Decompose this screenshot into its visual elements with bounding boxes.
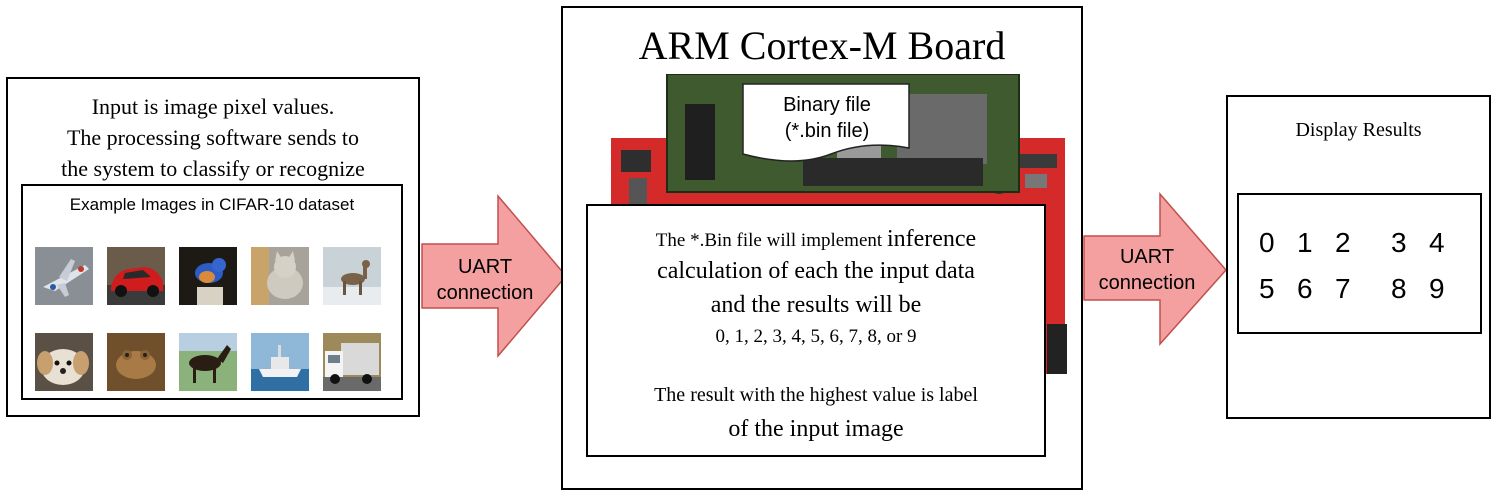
digit-4: 4 xyxy=(1429,227,1445,258)
digit-1: 1 xyxy=(1297,227,1313,258)
arm-board-panel: ARM Cortex-M Board Binary file (*.bin fi… xyxy=(561,6,1083,490)
inference-line-1a: The *.Bin file will implement xyxy=(655,230,887,251)
display-results-panel: Display Results 0 1 2 3 4 5 6 7 8 9 xyxy=(1226,95,1491,419)
digit-8: 8 xyxy=(1391,273,1407,304)
cifar-thumb-dog xyxy=(35,333,93,391)
binary-file-label: Binary file (*.bin file) xyxy=(743,92,911,144)
cifar-thumb-cat xyxy=(251,247,309,305)
cifar-thumb-truck xyxy=(323,333,381,391)
uart-label-right: UART connection xyxy=(1082,244,1212,296)
cifar-thumb-frog xyxy=(107,333,165,391)
cifar-thumb-deer xyxy=(323,247,381,305)
digit-3: 3 xyxy=(1391,227,1407,258)
cifar-thumb-horse xyxy=(179,333,237,391)
inference-line-1: The *.Bin file will implement inference xyxy=(588,226,1044,253)
inference-line-1b: inference xyxy=(886,226,977,252)
uart-label-right-line-2: connection xyxy=(1098,272,1196,294)
uart-arrow-right xyxy=(1083,192,1227,346)
cifar-thumb-airplane xyxy=(35,247,93,305)
input-desc-line-1: Input is image pixel values. xyxy=(91,94,335,119)
uart-label-left-line-2: connection xyxy=(436,282,534,304)
digit-2: 2 xyxy=(1335,227,1351,258)
cifar-title: Example Images in CIFAR-10 dataset xyxy=(69,195,355,214)
cifar-examples-panel: Example Images in CIFAR-10 dataset xyxy=(21,184,403,400)
uart-label-left: UART connection xyxy=(420,254,550,306)
uart-label-right-line-1: UART xyxy=(1119,246,1175,268)
cifar-thumb-bird xyxy=(179,247,237,305)
input-desc-line-2: The processing software sends to xyxy=(66,125,360,150)
binary-file-line-1: Binary file xyxy=(783,94,871,116)
board-title: ARM Cortex-M Board xyxy=(638,23,1006,68)
input-desc-line-3: the system to classify or recognize xyxy=(61,156,365,181)
inference-description-box: The *.Bin file will implement inference … xyxy=(586,204,1046,457)
digit-7: 7 xyxy=(1335,273,1351,304)
uart-arrow-left xyxy=(421,194,567,358)
binary-file-line-2: (*.bin file) xyxy=(784,120,870,142)
inference-line-3: and the results will be xyxy=(710,292,922,318)
inference-line-2: calculation of each the input data xyxy=(657,258,975,284)
digit-6: 6 xyxy=(1297,273,1313,304)
digits-box: 0 1 2 3 4 5 6 7 8 9 xyxy=(1237,193,1482,334)
display-title: Display Results xyxy=(1295,119,1422,141)
digit-5: 5 xyxy=(1259,273,1275,304)
cifar-thumb-ship xyxy=(251,333,309,391)
inference-line-6: of the input image xyxy=(728,416,904,442)
input-description: Input is image pixel values. The process… xyxy=(8,91,418,184)
inference-line-5: The result with the highest value is lab… xyxy=(654,384,978,406)
inference-line-4: 0, 1, 2, 3, 4, 5, 6, 7, 8, or 9 xyxy=(715,326,917,347)
digit-9: 9 xyxy=(1429,273,1445,304)
digit-0: 0 xyxy=(1259,227,1275,258)
uart-label-left-line-1: UART xyxy=(457,256,513,278)
cifar-thumb-automobile xyxy=(107,247,165,305)
